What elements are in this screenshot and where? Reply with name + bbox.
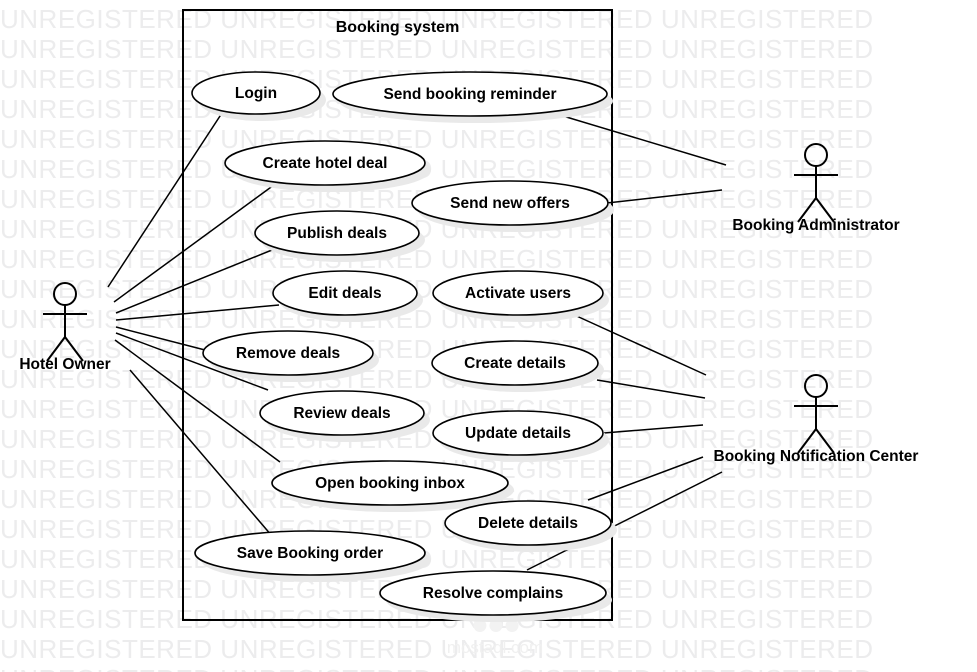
use-case-label: Update details <box>465 425 571 442</box>
system-title: Booking system <box>336 19 460 36</box>
use-case-label: Review deals <box>293 405 390 422</box>
actor-booking-administrator[interactable]: Booking Administrator <box>732 143 900 234</box>
use-case-ellipse[interactable] <box>432 410 604 456</box>
use-case-create-details[interactable]: Create details <box>431 340 604 392</box>
association-line-booking-notification-center-to-create-details[interactable] <box>596 379 706 399</box>
actors-group: Hotel Owner Booking AdministratorBooking … <box>19 143 919 465</box>
association-line-hotel-owner-to-edit-deals[interactable] <box>115 304 280 321</box>
use-case-save-booking-order[interactable]: Save Booking order <box>194 530 431 582</box>
use-case-ellipse[interactable] <box>259 390 425 436</box>
use-case-label: Resolve complains <box>423 585 563 602</box>
use-case-update-details[interactable]: Update details <box>432 410 609 462</box>
association-line-hotel-owner-to-remove-deals[interactable] <box>115 326 206 351</box>
use-case-ellipse[interactable] <box>272 270 418 316</box>
actor-right-leg-icon <box>815 197 835 223</box>
use-case-ellipse[interactable] <box>431 340 599 386</box>
use-case-label: Send new offers <box>450 195 570 212</box>
use-case-resolve-complains[interactable]: Resolve complains <box>379 570 612 622</box>
use-case-ellipse[interactable] <box>379 570 607 616</box>
use-case-ellipse[interactable] <box>432 270 604 316</box>
system-boundary-box <box>182 9 613 621</box>
use-case-delete-details[interactable]: Delete details <box>444 500 617 552</box>
actor-left-leg-icon <box>797 197 817 223</box>
use-case-ellipse[interactable] <box>332 71 608 117</box>
association-line-hotel-owner-to-open-booking-inbox[interactable] <box>114 339 281 463</box>
actor-label: Hotel Owner <box>19 356 110 373</box>
use-case-remove-deals[interactable]: Remove deals <box>202 330 379 382</box>
actor-label: Booking Administrator <box>732 217 899 234</box>
use-case-label: Delete details <box>478 515 578 532</box>
use-case-create-hotel-deal[interactable]: Create hotel deal <box>224 140 431 192</box>
use-case-ellipse[interactable] <box>444 500 612 546</box>
use-case-label: Login <box>235 85 277 102</box>
actor-right-leg-icon <box>815 428 835 454</box>
use-case-ellipse[interactable] <box>224 140 426 186</box>
use-case-label: Create details <box>464 355 566 372</box>
use-case-send-new-offers[interactable]: Send new offers <box>411 180 614 232</box>
use-case-ellipse[interactable] <box>202 330 374 376</box>
use-case-label: Remove deals <box>236 345 340 362</box>
use-case-review-deals[interactable]: Review deals <box>259 390 430 442</box>
use-case-label: Publish deals <box>287 225 387 242</box>
use-case-ellipse[interactable] <box>411 180 609 226</box>
association-line-hotel-owner-to-review-deals[interactable] <box>115 332 269 391</box>
use-case-label: Send booking reminder <box>383 86 556 103</box>
use-case-label: Create hotel deal <box>263 155 388 172</box>
use-case-ellipse[interactable] <box>194 530 426 576</box>
use-case-label: Open booking inbox <box>315 475 465 492</box>
association-line-booking-notification-center-to-resolve-complains[interactable] <box>526 471 723 571</box>
use-case-edit-deals[interactable]: Edit deals <box>272 270 423 322</box>
use-case-ellipse[interactable] <box>271 460 509 506</box>
use-case-send-booking-reminder[interactable]: Send booking reminder <box>332 71 613 123</box>
association-line-hotel-owner-to-save-booking-order[interactable] <box>129 369 273 537</box>
association-lines-group <box>107 112 727 571</box>
association-line-booking-notification-center-to-update-details[interactable] <box>603 424 704 434</box>
association-line-hotel-owner-to-login[interactable] <box>107 112 223 288</box>
actor-head-icon <box>53 282 77 306</box>
system-boundary-group: Booking system <box>182 9 613 621</box>
use-case-open-booking-inbox[interactable]: Open booking inbox <box>271 460 514 512</box>
use-case-ellipse[interactable] <box>191 71 321 115</box>
actor-head-icon <box>804 374 828 398</box>
actor-right-leg-icon <box>64 336 84 362</box>
use-case-activate-users[interactable]: Activate users <box>432 270 609 322</box>
actor-hotel-owner[interactable]: Hotel Owner <box>19 282 111 373</box>
association-line-hotel-owner-to-publish-deals[interactable] <box>115 249 273 314</box>
actor-head-icon <box>804 143 828 167</box>
actor-booking-notification-center[interactable]: Booking Notification Center <box>714 374 919 465</box>
association-line-booking-notification-center-to-activate-users[interactable] <box>569 312 707 376</box>
use-case-label: Edit deals <box>308 285 381 302</box>
association-line-booking-administrator-to-send-booking-reminder[interactable] <box>552 112 727 166</box>
actor-label: Booking Notification Center <box>714 448 919 465</box>
use-case-label: Activate users <box>465 285 571 302</box>
actor-left-leg-icon <box>797 428 817 454</box>
association-line-booking-notification-center-to-open-booking-inbox[interactable] <box>587 456 704 501</box>
association-line-booking-administrator-to-send-new-offers[interactable] <box>606 189 723 204</box>
use-case-login[interactable]: Login <box>191 71 326 121</box>
use-case-ellipse[interactable] <box>254 210 420 256</box>
use-case-publish-deals[interactable]: Publish deals <box>254 210 425 262</box>
association-line-hotel-owner-to-create-hotel-deal[interactable] <box>113 181 279 303</box>
actor-left-leg-icon <box>46 336 66 362</box>
use-case-label: Save Booking order <box>237 545 383 562</box>
